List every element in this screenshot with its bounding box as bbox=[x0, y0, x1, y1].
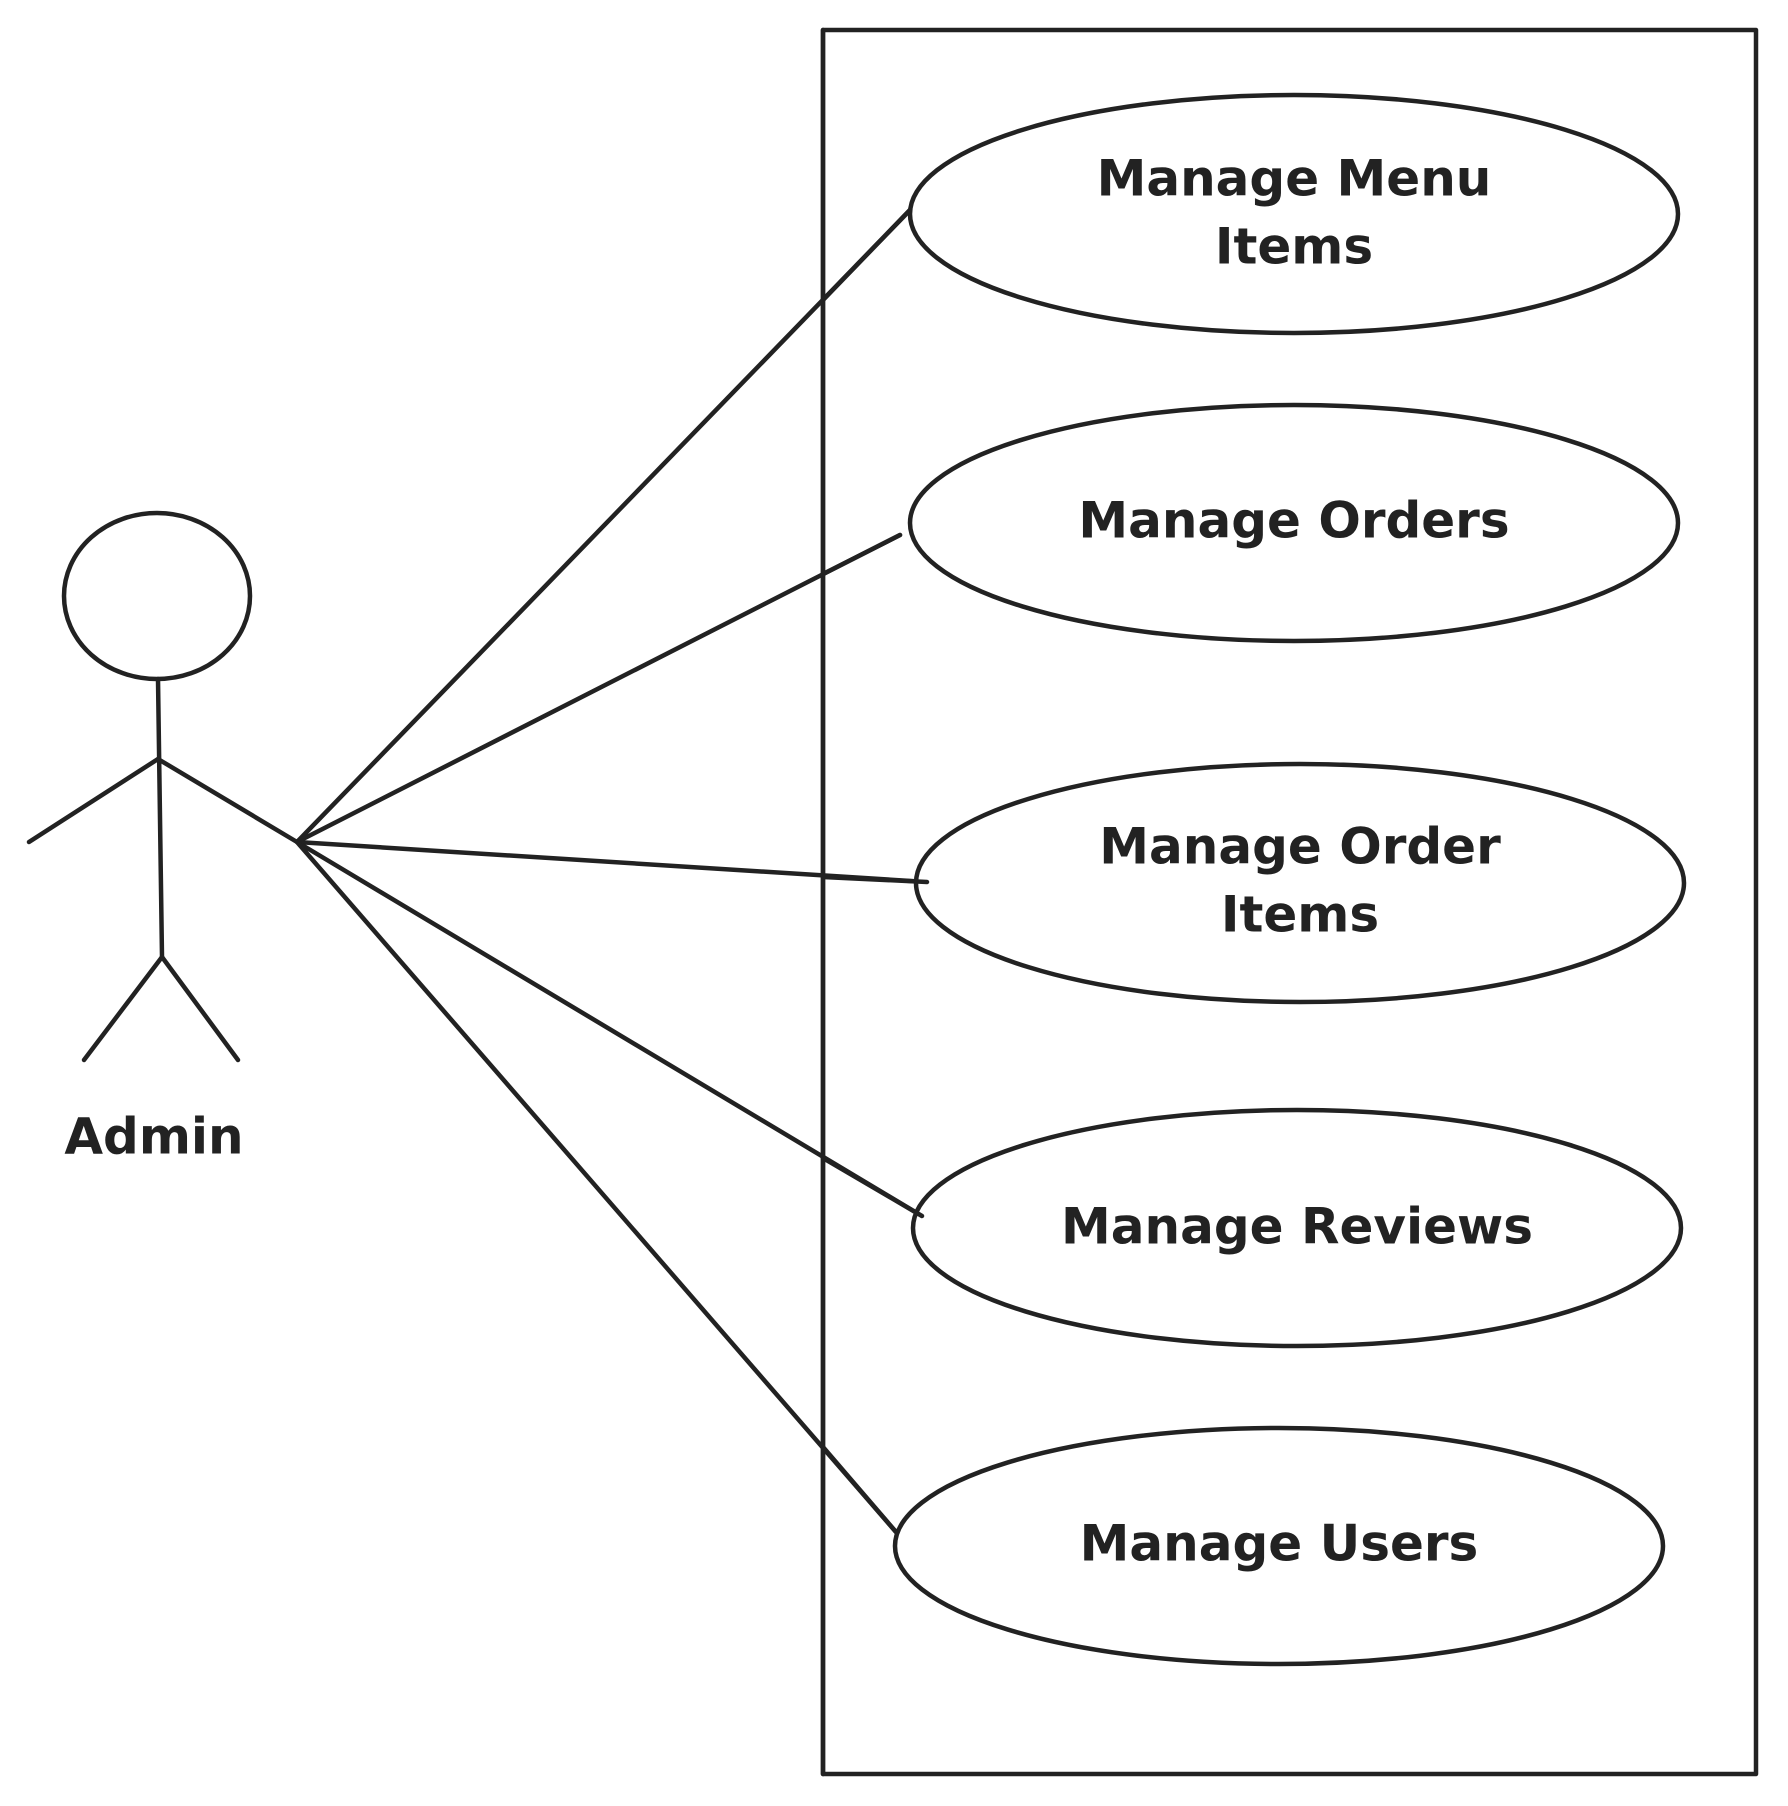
actor-label: Admin bbox=[64, 1108, 243, 1166]
use-case-ellipse bbox=[892, 1425, 1666, 1667]
use-case-label: Manage Order bbox=[1099, 818, 1501, 876]
use-case-label: Items bbox=[1215, 218, 1373, 276]
association-line-reviews bbox=[294, 839, 925, 1219]
association-tail-menu-items bbox=[820, 207, 913, 303]
actor-body bbox=[155, 676, 165, 960]
actor-right-leg bbox=[159, 954, 241, 1063]
actor-right-arm bbox=[155, 756, 300, 845]
use-case-label: Items bbox=[1221, 886, 1379, 944]
use-case-manage-users: Manage Users bbox=[892, 1425, 1666, 1667]
actor-admin: Admin bbox=[26, 510, 300, 1166]
association-tail-users bbox=[820, 1444, 899, 1535]
use-case-label: Manage Orders bbox=[1078, 492, 1509, 550]
use-case-ellipse bbox=[910, 1107, 1684, 1349]
use-case-label: Manage Reviews bbox=[1061, 1198, 1533, 1256]
association-tails bbox=[820, 207, 930, 1535]
use-case-label: Manage Menu bbox=[1097, 150, 1492, 208]
association-line-orders bbox=[294, 532, 903, 845]
actor-left-arm bbox=[26, 756, 161, 845]
use-case-manage-order-items: Manage Order Items bbox=[913, 761, 1687, 1005]
use-case-ellipse bbox=[913, 761, 1687, 1005]
use-case-ellipse bbox=[907, 92, 1681, 336]
actor-head bbox=[61, 510, 253, 682]
use-case-label: Manage Users bbox=[1080, 1515, 1479, 1573]
association-tail-order-items bbox=[820, 874, 930, 885]
association-tail-orders bbox=[820, 532, 903, 577]
use-case-manage-reviews: Manage Reviews bbox=[910, 1107, 1684, 1349]
use-case-manage-orders: Manage Orders bbox=[907, 402, 1681, 644]
use-case-manage-menu-items: Manage Menu Items bbox=[907, 92, 1681, 336]
association-line-menu-items bbox=[294, 207, 913, 845]
actor-left-leg bbox=[81, 954, 165, 1063]
associations bbox=[294, 207, 930, 1535]
association-tail-reviews bbox=[820, 1155, 925, 1219]
association-line-users bbox=[294, 839, 899, 1535]
use-case-ellipse bbox=[907, 402, 1681, 644]
